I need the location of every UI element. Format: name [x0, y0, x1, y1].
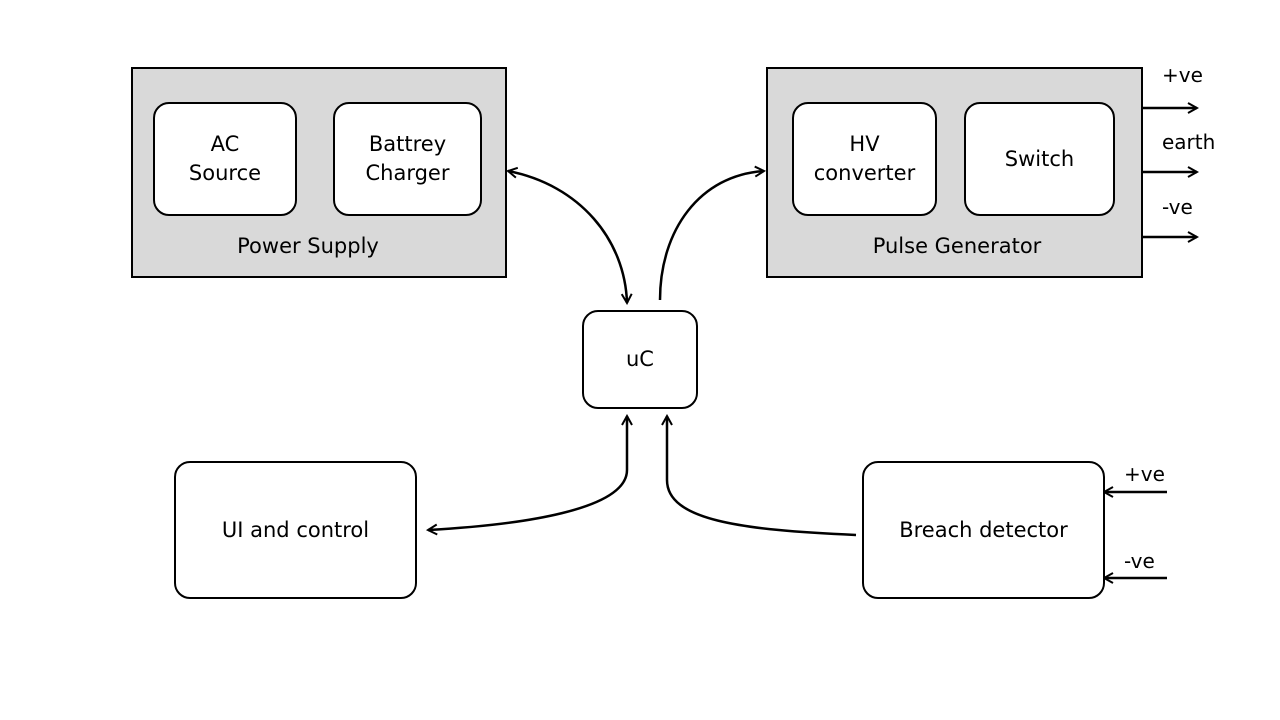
arrow-breach-detector-uc — [667, 416, 857, 537]
uc-box: uC — [582, 310, 698, 409]
hv-converter-label-line2: converter — [813, 161, 916, 185]
pulse-generator-title: Pulse Generator — [872, 234, 1042, 258]
power-supply-title: Power Supply — [237, 234, 379, 258]
input-label-negative: -ve — [1124, 549, 1155, 573]
ui-control-label: UI and control — [221, 517, 370, 542]
battery-charger-label-line1: Battrey — [368, 132, 447, 156]
output-label-earth: earth — [1162, 130, 1216, 154]
arrow-power-supply-uc — [508, 171, 627, 303]
hv-converter-label-line1: HV — [849, 132, 880, 156]
battery-charger-label-line2: Charger — [365, 161, 450, 185]
input-label-positive: +ve — [1124, 462, 1165, 486]
output-label-negative: -ve — [1162, 195, 1193, 219]
arrow-uc-ui-control — [428, 416, 627, 530]
ui-control-box: UI and control — [174, 461, 417, 599]
uc-label: uC — [626, 347, 654, 371]
output-label-positive: +ve — [1162, 63, 1203, 87]
ac-source-label-line2: Source — [188, 161, 262, 185]
hv-converter-box: HV converter — [792, 102, 937, 216]
breach-detector-box: Breach detector — [862, 461, 1105, 599]
arrow-uc-pulse-generator — [658, 171, 764, 301]
ac-source-label-line1: AC — [210, 132, 240, 156]
ac-source-box: AC Source — [153, 102, 297, 216]
battery-charger-box: Battrey Charger — [333, 102, 482, 216]
switch-box: Switch — [964, 102, 1115, 216]
switch-label: Switch — [1004, 146, 1075, 171]
breach-detector-label: Breach detector — [899, 517, 1068, 542]
